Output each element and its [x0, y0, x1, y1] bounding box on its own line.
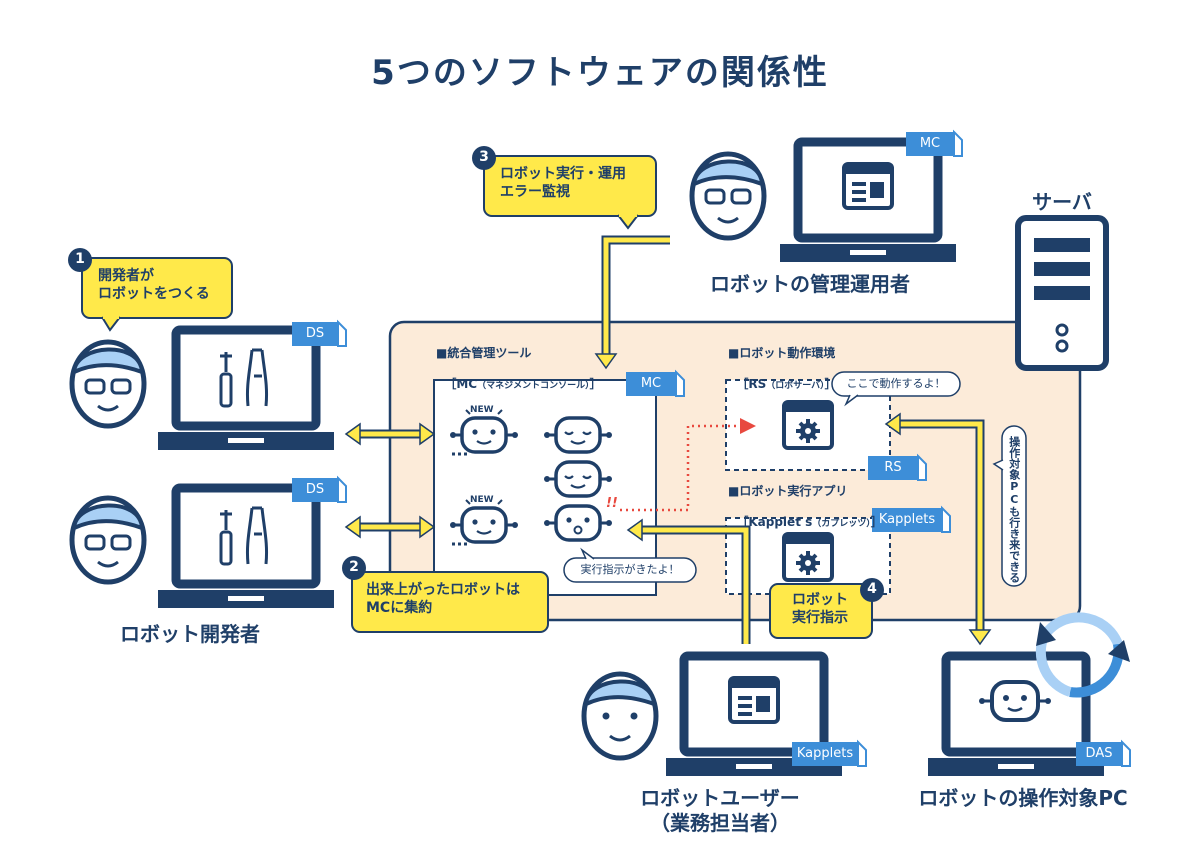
rs-sub-small: （ロボサーバ） — [766, 381, 825, 391]
developer-laptop-top — [158, 319, 347, 450]
mc-tag-manager: MC — [919, 136, 941, 151]
rs-tag-shape — [868, 456, 918, 480]
rs-speech-bubble — [831, 371, 961, 397]
manager-to-mc-arrow — [594, 235, 670, 370]
exec-speech-text: 実行指示がきたよ！ — [580, 563, 680, 576]
exec-speech-bubble — [563, 557, 697, 583]
step3-number: 3 — [479, 149, 489, 165]
new-badge-rays-top — [465, 409, 503, 415]
new-badge-bottom: NEW — [470, 495, 494, 505]
side-speech-text: 操作対象PCも行き来できる — [1007, 436, 1021, 583]
kapplets-tag-panel: Kapplets — [878, 512, 936, 527]
step1-text: 開発者が ロボットをつくる — [98, 268, 210, 302]
step1-bubble-shape — [81, 257, 233, 332]
k-sub-small: （カプレッツ） — [812, 519, 871, 529]
k-sub-main: ［Kapplet s — [736, 515, 813, 529]
rs-to-target-arrow — [884, 412, 992, 646]
mc-sub-close: ］ — [589, 377, 602, 391]
new-badge-rays-bottom — [465, 499, 503, 505]
robot-new-top — [450, 416, 518, 456]
step3-circle — [472, 146, 496, 170]
kapplets-section-sub: ［Kapplet s（カプレッツ）］ — [728, 500, 883, 530]
server-label: サーバ — [1032, 190, 1092, 214]
user-laptop — [666, 651, 867, 776]
ds-tag-bottom: DS — [305, 482, 325, 497]
user-to-mc-arrow — [626, 518, 751, 644]
window-icon — [728, 676, 780, 724]
step2-text: 出来上がったロボットは MCに集約 — [366, 582, 520, 616]
mc-sub-main: ［MC — [444, 377, 478, 391]
mc-section-sub: ［MC（マネジメントコンソール）］ — [436, 362, 602, 392]
robot-new-bottom — [450, 506, 518, 546]
rs-tag: RS — [884, 460, 902, 475]
step2-circle — [342, 556, 366, 580]
rs-section-label: ■ロボット動作環境 — [728, 346, 836, 360]
mc-sub-small: （マネジメントコンソール） — [477, 381, 590, 391]
step3-bubble-shape — [483, 155, 657, 230]
kapplets-tag-user: Kapplets — [796, 746, 854, 761]
kapplets-gear-icon — [782, 532, 834, 582]
step4-number: 4 — [867, 581, 877, 597]
role-target-label: ロボットの操作対象PC — [918, 786, 1128, 810]
rs-sub-main: ［RS — [736, 377, 767, 391]
step1-number: 1 — [75, 251, 85, 267]
step1-circle — [68, 248, 92, 272]
kapplets-tag-shape — [872, 508, 942, 532]
step2-number: 2 — [349, 559, 359, 575]
kapplets-section-label: ■ロボット実行アプリ — [728, 484, 848, 498]
mc-tag-panel: MC — [640, 376, 662, 391]
side-speech-bubble — [1001, 425, 1027, 587]
role-manager-label: ロボットの管理運用者 — [710, 272, 910, 296]
robot-sleeping-2 — [544, 460, 612, 498]
manager-laptop — [780, 129, 963, 262]
robot-sleeping-1 — [544, 416, 612, 454]
manager-face — [689, 151, 767, 241]
sync-cycle-icon — [1035, 612, 1130, 698]
diagram-title: 5つのソフトウェアの関係性 — [371, 53, 829, 93]
rs-sub-close: ］ — [824, 377, 837, 391]
step4-circle — [860, 578, 884, 602]
role-developer-label: ロボット開発者 — [120, 622, 260, 646]
developer-face-bottom — [69, 495, 147, 585]
role-user-label: ロボットユーザー （業務担当者） — [640, 786, 800, 835]
das-tag: DAS — [1085, 746, 1113, 761]
server-icon — [1015, 215, 1109, 371]
tools-icon — [219, 506, 268, 566]
rs-gear-icon — [782, 400, 834, 450]
user-face — [581, 671, 659, 761]
new-badge-top: NEW — [470, 405, 494, 415]
step3-text: ロボット実行・運用 エラー監視 — [500, 166, 626, 200]
rs-speech-text: ここで動作するよ！ — [846, 377, 946, 390]
k-sub-close: ］ — [870, 515, 883, 529]
dev-to-mc-arrow-top — [344, 422, 436, 446]
developer-laptop-bottom — [158, 475, 347, 608]
ds-tag-top: DS — [305, 326, 325, 341]
tools-icon — [219, 348, 268, 408]
step2-bubble-shape — [351, 571, 549, 633]
robot-alert — [544, 504, 612, 542]
alert-connector — [620, 424, 738, 512]
developer-face-top — [69, 339, 147, 429]
rs-section-sub: ［RS（ロボサーバ）］ — [728, 362, 837, 392]
robot-face-icon — [979, 680, 1051, 722]
step4-bubble-shape — [769, 583, 873, 639]
alert-badge: !! — [606, 496, 618, 511]
window-icon — [842, 162, 894, 210]
dev-to-mc-arrow-bottom — [344, 515, 436, 539]
mc-section-label: ■統合管理ツール — [436, 346, 532, 360]
mc-tag-shape — [626, 372, 676, 396]
alert-arrowhead — [740, 418, 756, 434]
step4-text: ロボット 実行指示 — [792, 592, 848, 626]
